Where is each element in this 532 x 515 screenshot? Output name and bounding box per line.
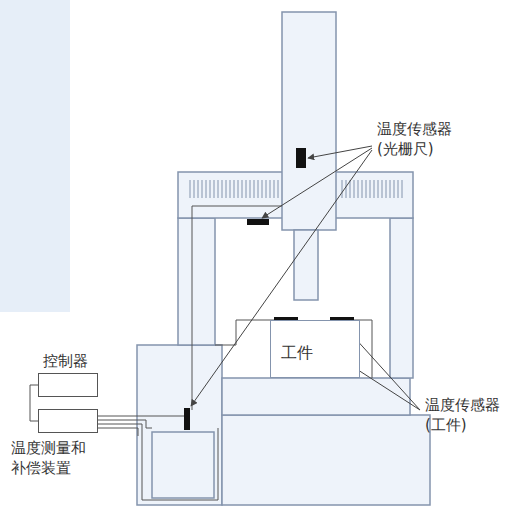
leader-line [191,150,372,406]
cable-loop [152,432,214,498]
machine-body [137,12,430,505]
grating-lines-right [342,180,402,198]
sensor [296,148,306,168]
grating-lines-left [190,180,278,198]
z-column [282,12,336,230]
machine-base [222,415,430,505]
leader-line [262,148,372,218]
callout-label: 温度传感器 (光栅尺) [377,120,461,159]
grating-scale [190,180,402,198]
temperature-sensors [184,148,354,430]
background-patch [0,0,70,312]
leader-lines [191,146,420,410]
wire [98,410,186,416]
node-text: 控制器 [43,352,88,370]
wire [215,320,274,345]
leader-line [308,146,372,158]
temperature-compensation-box: 温度测量和 补偿装置 [38,409,98,433]
probe [294,230,318,300]
node-text: 温度测量和 补偿装置 [11,438,95,479]
sensor [247,219,269,225]
connector [30,385,38,421]
wire [98,424,218,500]
wire [98,428,138,436]
wire [192,206,282,410]
controller-box: 控制器 [38,373,98,397]
sensor [184,408,190,430]
callout-label: 温度传感器 (工件) [425,396,509,435]
left-leg [178,218,215,345]
workpiece-box: 工件 [270,320,360,378]
node-text: 工件 [281,343,313,362]
left-column [137,345,222,505]
right-leg [390,218,413,378]
sensor-wires [98,206,372,500]
work-table [222,378,410,415]
